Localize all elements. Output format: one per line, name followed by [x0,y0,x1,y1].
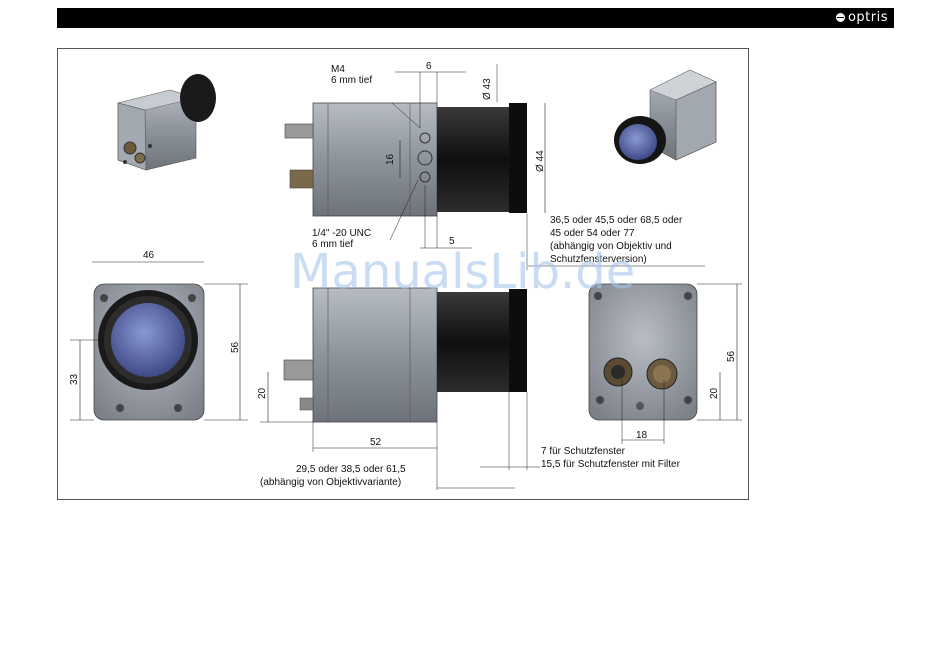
label-dim-20-side: 20 [257,387,268,399]
optris-logo-icon [835,13,845,22]
label-dim-43: Ø 43 [482,78,493,100]
side-view-top [284,64,546,270]
rear-view [588,283,742,444]
header-bar: optris [57,8,894,28]
label-dim-46: 46 [143,250,155,261]
label-variant-line1: 29,5 oder 38,5 oder 61,5 [296,464,406,475]
label-window-line1: 7 für Schutzfenster [541,446,626,457]
side-view-bottom [260,265,705,490]
label-length-line3: (abhängig von Objektiv und [550,241,672,252]
label-dim-56-rear: 56 [726,350,737,362]
label-unc-depth: 6 mm tief [312,239,353,250]
label-window-line2: 15,5 für Schutzfenster mit Filter [541,459,681,470]
label-m4-depth: 6 mm tief [331,75,372,86]
label-dim-44: Ø 44 [535,150,546,172]
label-dim-18: 18 [636,430,648,441]
label-dim-56-front: 56 [230,341,241,353]
label-length-line4: Schutzfensterversion) [550,254,647,265]
label-length-line2: 45 oder 54 oder 77 [550,228,635,239]
label-variant-line2: (abhängig von Objektivvariante) [260,477,401,488]
label-unc: 1/4" -20 UNC [312,228,371,239]
iso-view-front [614,69,717,164]
label-m4: M4 [331,64,345,75]
label-dim-16: 16 [385,153,396,165]
front-view [70,261,248,421]
iso-view-rear [117,74,216,171]
label-dim-52: 52 [370,437,382,448]
label-length-line1: 36,5 oder 45,5 oder 68,5 oder [550,215,683,226]
label-dim-33: 33 [69,373,80,385]
label-dim-6: 6 [426,61,432,72]
watermark: ManualsLib.de [290,244,635,300]
label-dim-20-rear: 20 [709,387,720,399]
brand-name: optris [847,10,888,25]
brand-logo: optris [835,10,888,25]
label-dim-5: 5 [449,236,455,247]
